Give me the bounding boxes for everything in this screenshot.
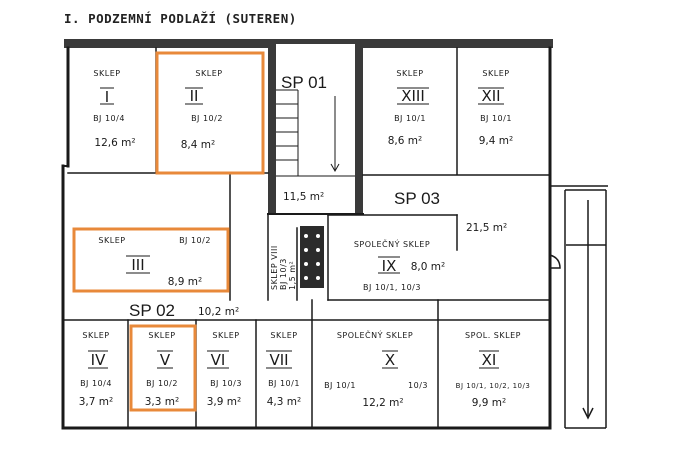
room-xi-unit: BJ 10/1, 10/2, 10/3 xyxy=(456,382,531,390)
walls xyxy=(61,39,553,430)
room-x-unit-a: BJ 10/1 xyxy=(324,381,356,390)
room-xiii-label: SKLEP xyxy=(396,69,423,78)
room-v-label: SKLEP xyxy=(148,331,175,340)
room-iii-number: III xyxy=(131,256,144,274)
sp02-area: 10,2 m² xyxy=(198,306,239,318)
room-v-number: V xyxy=(160,351,171,369)
room-i-label: SKLEP xyxy=(93,69,120,78)
room-ix-label: SPOLEČNÝ SKLEP xyxy=(354,238,430,249)
room-i-area: 12,6 m² xyxy=(94,137,135,149)
room-xii-area: 9,4 m² xyxy=(479,135,513,147)
room-iv-label: SKLEP xyxy=(82,331,109,340)
highlight-room-ii xyxy=(155,51,265,175)
sp03-label: SP 03 xyxy=(394,189,440,208)
stair-top-wall xyxy=(274,39,358,44)
highlight-room-v xyxy=(129,324,197,412)
room-xi-area: 9,9 m² xyxy=(472,397,506,409)
room-i-unit: BJ 10/4 xyxy=(93,114,125,123)
room-v-area: 3,3 m² xyxy=(145,396,179,408)
room-vi-number: VI xyxy=(211,351,226,369)
exterior-stair xyxy=(549,185,608,429)
top-wall-right xyxy=(358,39,553,48)
room-iii-unit: BJ 10/2 xyxy=(179,236,211,245)
top-wall xyxy=(64,39,274,48)
room-x-label: SPOLEČNÝ SKLEP xyxy=(337,329,413,340)
room-xiii-number: XIII xyxy=(401,87,425,105)
room-ii-number: II xyxy=(190,87,199,105)
room-viii-label: SKLEP VIII xyxy=(270,245,279,290)
staircase xyxy=(276,89,355,177)
sp01-area: 11,5 m² xyxy=(283,191,324,203)
room-i-number: I xyxy=(105,88,109,106)
room-vi-label: SKLEP xyxy=(212,331,239,340)
room-x-number: X xyxy=(385,351,395,369)
pillar-pattern xyxy=(304,234,320,280)
room-iii-label: SKLEP xyxy=(98,236,125,245)
room-xii-number: XII xyxy=(481,87,500,105)
room-xii-label: SKLEP xyxy=(482,69,509,78)
room-vi-area: 3,9 m² xyxy=(207,396,241,408)
highlight-room-iii xyxy=(72,227,230,293)
room-xiii-area: 8,6 m² xyxy=(388,135,422,147)
room-vii-label: SKLEP xyxy=(270,331,297,340)
room-v-unit: BJ 10/2 xyxy=(146,379,178,388)
room-vii-area: 4,3 m² xyxy=(267,396,301,408)
sp03-area: 21,5 m² xyxy=(466,222,507,234)
room-ii-area: 8,4 m² xyxy=(181,139,215,151)
room-labels: SKLEP I BJ 10/4 12,6 m² SKLEP II BJ 10/2… xyxy=(79,69,531,409)
room-ix-number: IX xyxy=(382,257,397,275)
room-ix-area: 8,0 m² xyxy=(411,261,445,273)
room-xi-number: XI xyxy=(482,351,497,369)
room-ix-unit: BJ 10/1, 10/3 xyxy=(363,283,421,292)
numeral-bars xyxy=(88,87,504,369)
room-iv-area: 3,7 m² xyxy=(79,396,113,408)
room-viii-area: 1,5 m² xyxy=(288,261,297,290)
sp01-label: SP 01 xyxy=(281,73,327,92)
room-vii-unit: BJ 10/1 xyxy=(268,379,300,388)
room-vii-number: VII xyxy=(269,351,288,369)
room-iii-area: 8,9 m² xyxy=(168,276,202,288)
page-title: I. PODZEMNÍ PODLAŽÍ (SUTEREN) xyxy=(64,11,297,26)
room-viii-unit: BJ 10/3 xyxy=(279,258,288,290)
room-ii-label: SKLEP xyxy=(195,69,222,78)
room-x-area: 12,2 m² xyxy=(362,397,403,409)
highlights xyxy=(72,51,265,412)
room-iv-unit: BJ 10/4 xyxy=(80,379,112,388)
room-viii: SKLEP VIII BJ 10/3 1,5 m² xyxy=(270,245,297,290)
room-x-unit-b: 10/3 xyxy=(408,381,428,390)
sp02-label: SP 02 xyxy=(129,301,175,320)
room-iv-number: IV xyxy=(91,351,106,369)
room-xiii-unit: BJ 10/1 xyxy=(394,114,426,123)
space-labels: SP 01 11,5 m² SP 03 21,5 m² SP 02 10,2 m… xyxy=(129,73,507,320)
room-xi-label: SPOL. SKLEP xyxy=(465,331,521,340)
room-vi-unit: BJ 10/3 xyxy=(210,379,242,388)
room-ii-unit: BJ 10/2 xyxy=(191,114,223,123)
room-xii-unit: BJ 10/1 xyxy=(480,114,512,123)
